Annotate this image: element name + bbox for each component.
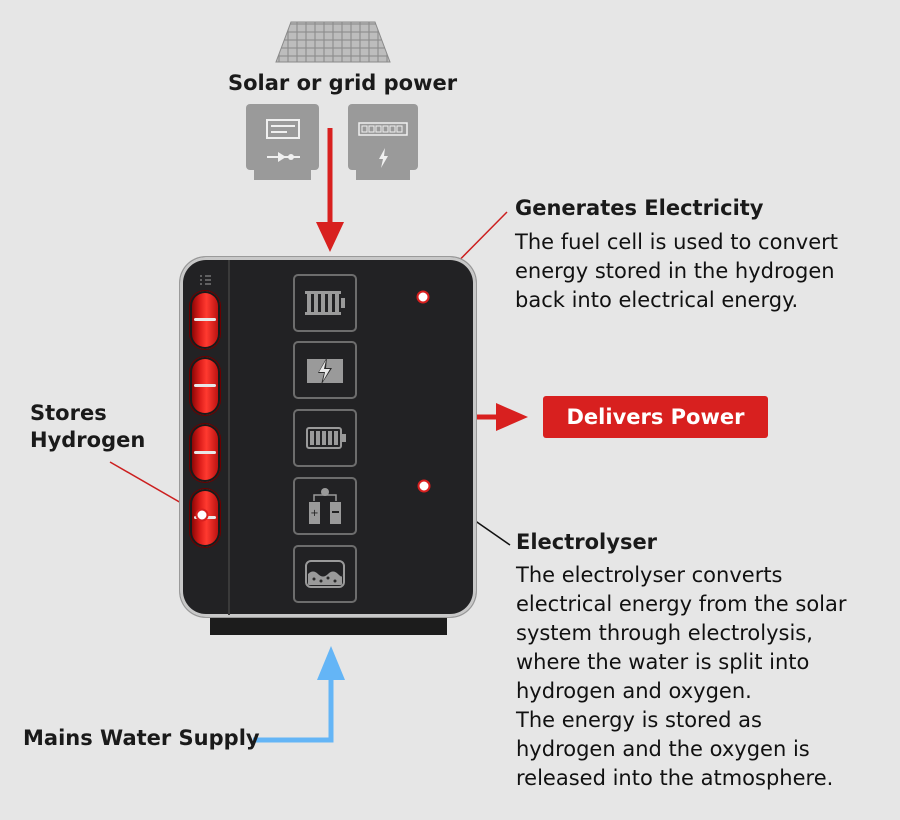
generates-line: The fuel cell is used to convert (515, 230, 838, 254)
battery-icon (306, 427, 346, 449)
electrolyser-title: Electrolyser (516, 530, 658, 554)
generates-line: back into electrical energy. (515, 288, 799, 312)
generates-title: Generates Electricity (515, 196, 764, 220)
fuel-cell-module (293, 274, 357, 332)
hydrogen-tank (190, 291, 220, 349)
inverter-icon (246, 104, 319, 180)
electrolyser-line: where the water is split into (516, 650, 810, 674)
unit-base (210, 617, 447, 635)
electrolyser-line: system through electrolysis, (516, 621, 813, 645)
power-converter-icon (307, 357, 343, 385)
water-input-arrow (253, 646, 345, 743)
electrolyser-line: hydrogen and oxygen. (516, 679, 752, 703)
stores-label-line: Stores (30, 401, 107, 425)
stores-marker (195, 508, 209, 522)
electrolyser-description: The electrolyser converts electrical ene… (516, 561, 847, 793)
electrolyser-marker (417, 479, 431, 493)
power-input-arrow (316, 128, 344, 252)
electrolysis-icon: + (309, 488, 341, 524)
water-supply-label: Mains Water Supply (23, 726, 260, 750)
electrolyser-line: The electrolyser converts (516, 563, 783, 587)
delivers-power-badge: Delivers Power (543, 396, 768, 438)
solar-panel-icon (275, 21, 391, 63)
water-tank-module (293, 545, 357, 603)
electrolyser-line: electrical energy from the solar (516, 592, 847, 616)
svg-text:+: + (310, 508, 318, 519)
battery-module (293, 409, 357, 467)
power-converter-module (293, 341, 357, 399)
hydrogen-tank (190, 424, 220, 482)
stores-label-line: Hydrogen (30, 428, 146, 452)
electrolyser-line: released into the atmosphere. (516, 766, 834, 790)
generates-marker (416, 290, 430, 304)
electric-meter-icon (348, 104, 418, 180)
electrolysis-module: + (293, 477, 357, 535)
stores-label: Stores Hydrogen (30, 400, 145, 454)
fuel-cell-icon (305, 291, 345, 315)
electrolyser-line: hydrogen and the oxygen is (516, 737, 810, 761)
water-tank-icon (305, 560, 345, 588)
hydrogen-tank (190, 357, 220, 415)
generates-line: energy stored in the hydrogen (515, 259, 835, 283)
unit-divider (228, 260, 230, 615)
generates-description: The fuel cell is used to convert energy … (515, 228, 838, 315)
electrolyser-line: The energy is stored as (516, 708, 762, 732)
power-source-label: Solar or grid power (228, 71, 458, 95)
vent-icon (200, 275, 211, 285)
